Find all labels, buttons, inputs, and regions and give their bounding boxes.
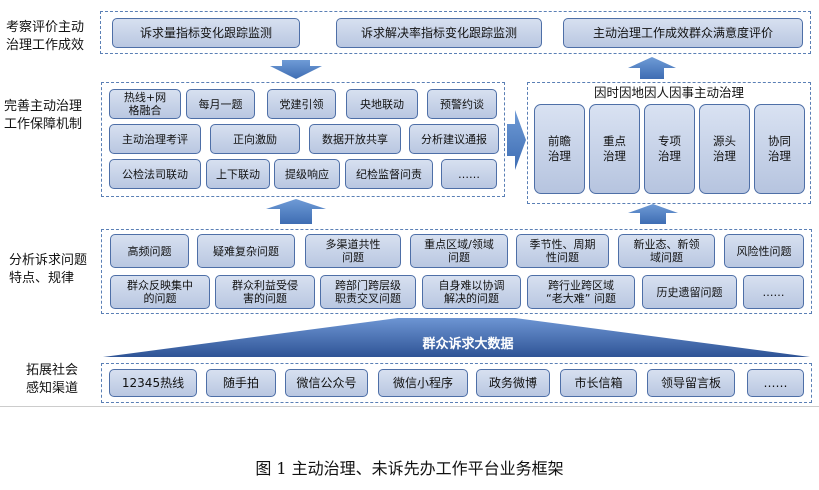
mechanism-frame <box>101 82 505 197</box>
mechanism-item: 预警约谈 <box>427 89 497 119</box>
channels-frame <box>101 363 812 403</box>
mechanism-item: 党建引领 <box>267 89 336 119</box>
analysis-item: 高频问题 <box>110 234 189 268</box>
analysis-item: 跨部门跨层级 职责交叉问题 <box>320 275 416 309</box>
governance-item: 源头 治理 <box>699 104 750 194</box>
analysis-item: 疑难复杂问题 <box>197 234 295 268</box>
governance-frame <box>527 82 811 204</box>
mechanism-item: 主动治理考评 <box>109 124 201 154</box>
analysis-item: …… <box>743 275 804 309</box>
mechanism-item: …… <box>441 159 497 189</box>
evaluation-item: 诉求解决率指标变化跟踪监测 <box>336 18 542 48</box>
analysis-item: 风险性问题 <box>724 234 804 268</box>
arrow-up-icon <box>266 199 326 224</box>
governance-item: 专项 治理 <box>644 104 695 194</box>
analysis-label: 分析诉求问题 特点、规律 <box>9 252 87 288</box>
mechanism-item: 分析建议通报 <box>409 124 499 154</box>
mechanism-item: 提级响应 <box>274 159 340 189</box>
arrow-up-icon <box>628 204 678 224</box>
analysis-item: 群众反映集中 的问题 <box>110 275 210 309</box>
mechanism-label: 完善主动治理 工作保障机制 <box>4 98 82 134</box>
channels-label-line2: 感知渠道 <box>26 381 79 396</box>
analysis-frame <box>101 229 812 314</box>
big-data-banner <box>103 318 810 357</box>
mechanism-item: 纪检监督问责 <box>345 159 433 189</box>
analysis-item: 群众利益受侵 害的问题 <box>215 275 315 309</box>
governance-item: 协同 治理 <box>754 104 805 194</box>
mechanism-item: 正向激励 <box>210 124 300 154</box>
arrow-right-icon <box>507 110 526 170</box>
channels-label: 拓展社会 感知渠道 <box>26 362 78 398</box>
evaluation-item: 诉求量指标变化跟踪监测 <box>112 18 300 48</box>
analysis-item: 季节性、周期 性问题 <box>516 234 609 268</box>
divider <box>0 406 819 407</box>
channels-label-line1: 拓展社会 <box>26 363 79 378</box>
analysis-item: 新业态、新领 域问题 <box>618 234 715 268</box>
channel-item: 政务微博 <box>476 369 550 397</box>
channel-item: 12345热线 <box>109 369 197 397</box>
channel-item: 市长信箱 <box>560 369 637 397</box>
mechanism-item: 央地联动 <box>346 89 418 119</box>
figure-caption: 图 1 主动治理、未诉先办工作平台业务框架 <box>255 459 564 478</box>
mechanism-item: 热线+网 格融合 <box>109 89 181 119</box>
mechanism-label-line2: 工作保障机制 <box>4 117 83 132</box>
analysis-item: 多渠道共性 问题 <box>305 234 401 268</box>
mechanism-item: 上下联动 <box>206 159 270 189</box>
channel-item: 领导留言板 <box>647 369 735 397</box>
big-data-label: 群众诉求大数据 <box>422 337 514 352</box>
arrow-down-icon <box>270 60 322 79</box>
evaluation-item: 主动治理工作成效群众满意度评价 <box>563 18 803 48</box>
evaluation-label-line1: 考察评价主动 <box>6 20 85 35</box>
analysis-label-line2: 特点、规律 <box>9 271 75 286</box>
analysis-item: 重点区域/领域 问题 <box>410 234 508 268</box>
channel-item: …… <box>747 369 804 397</box>
mechanism-item: 公检法司联动 <box>109 159 201 189</box>
analysis-label-line1: 分析诉求问题 <box>9 253 88 268</box>
arrow-up-icon <box>628 57 676 79</box>
mechanism-item: 数据开放共享 <box>309 124 401 154</box>
evaluation-label-line2: 治理工作成效 <box>6 38 85 53</box>
governance-item: 重点 治理 <box>589 104 640 194</box>
analysis-item: 自身难以协调 解决的问题 <box>422 275 521 309</box>
governance-title: 因时因地因人因事主动治理 <box>593 85 744 100</box>
channel-item: 微信小程序 <box>378 369 468 397</box>
evaluation-label: 考察评价主动 治理工作成效 <box>6 19 84 55</box>
evaluation-frame <box>100 11 811 54</box>
analysis-item: 历史遗留问题 <box>642 275 737 309</box>
mechanism-label-line1: 完善主动治理 <box>4 99 83 114</box>
mechanism-item: 每月一题 <box>186 89 255 119</box>
channel-item: 随手拍 <box>206 369 276 397</box>
channel-item: 微信公众号 <box>285 369 368 397</box>
governance-item: 前瞻 治理 <box>534 104 585 194</box>
analysis-item: 跨行业跨区域 “老大难” 问题 <box>527 275 635 309</box>
